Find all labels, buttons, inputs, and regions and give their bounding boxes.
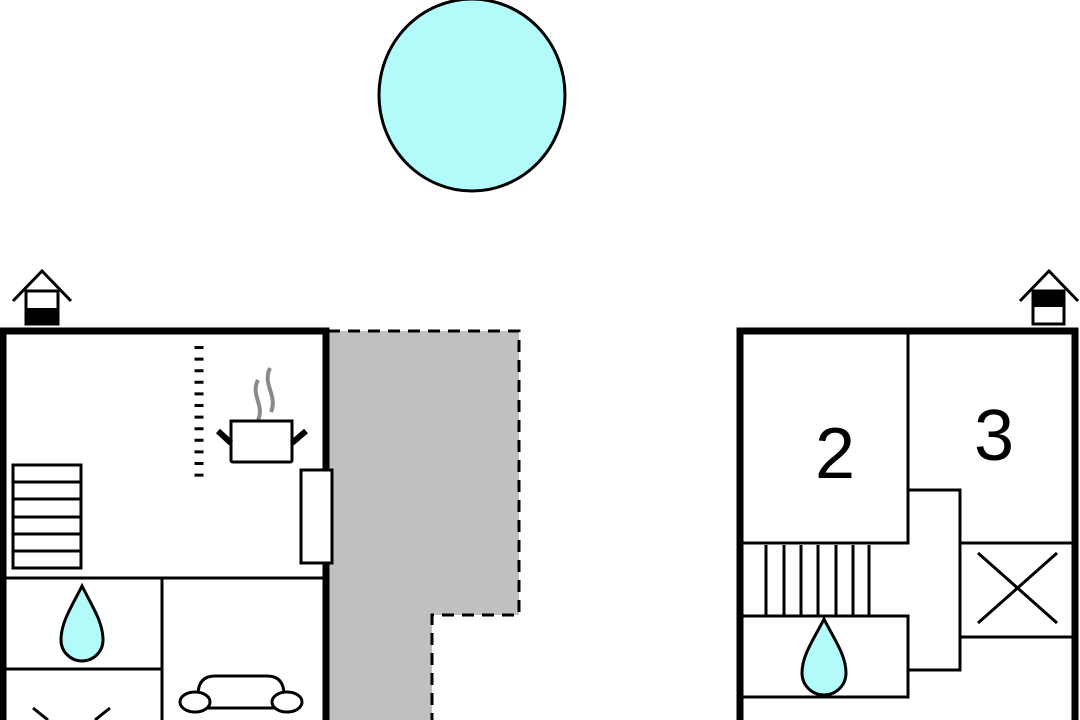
kitchen-pot-icon bbox=[215, 367, 308, 464]
room-label-3: 3 bbox=[974, 396, 1014, 476]
stairs-icon bbox=[764, 545, 871, 616]
water-drop-icon bbox=[59, 582, 105, 663]
sofa-icon bbox=[178, 674, 304, 714]
upper-floor bbox=[736, 327, 1079, 720]
house-ground-floor-icon bbox=[11, 268, 73, 326]
window bbox=[299, 468, 334, 565]
terrace bbox=[328, 331, 519, 720]
room-label-2: 2 bbox=[815, 414, 855, 494]
stairs-icon bbox=[11, 463, 83, 570]
pool-icon bbox=[377, 0, 567, 193]
cross-icon bbox=[977, 551, 1058, 625]
water-drop-icon bbox=[800, 615, 848, 697]
cross-icon bbox=[32, 706, 111, 720]
terrace-outline bbox=[328, 329, 521, 720]
house-upper-floor-icon bbox=[1018, 268, 1080, 326]
